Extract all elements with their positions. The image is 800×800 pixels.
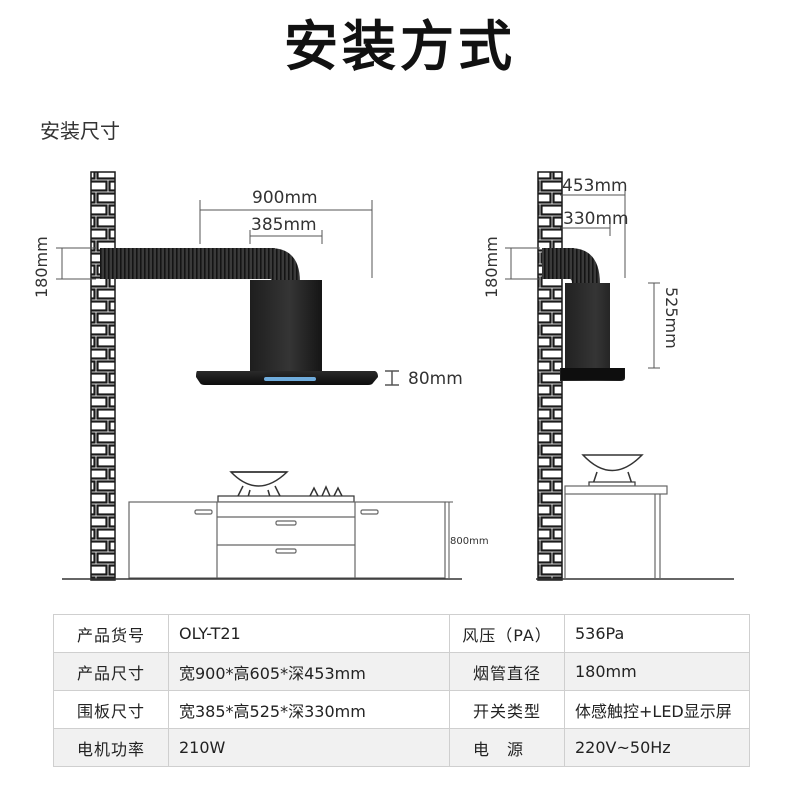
spec-value: 536Pa — [564, 614, 750, 653]
gap-dimension-label: 80mm — [408, 369, 463, 389]
gas-burner — [309, 485, 343, 497]
table-row: 产品尺寸 宽900*高605*深453mm 烟管直径 180mm — [53, 652, 750, 691]
spec-label: 产品货号 — [53, 614, 169, 653]
spec-label: 电源 — [449, 728, 565, 767]
spec-label: 产品尺寸 — [53, 652, 169, 691]
side-pipe-diameter-dimension-label: 180mm — [482, 236, 501, 298]
brick-wall-right — [537, 171, 563, 581]
hood-display-indicators — [264, 377, 316, 381]
exhaust-pipe-side-elbow — [570, 248, 600, 284]
right-side-view: 453mm 330mm 180mm 525mm — [482, 171, 734, 581]
spec-label: 开关类型 — [449, 690, 565, 729]
spec-value: 宽385*高525*深330mm — [168, 690, 450, 729]
spec-label: 围板尺寸 — [53, 690, 169, 729]
spec-table: 产品货号 OLY-T21 风压（PA） 536Pa 产品尺寸 宽900*高605… — [53, 614, 750, 767]
wok — [229, 471, 289, 487]
table-row: 围板尺寸 宽385*高525*深330mm 开关类型 体感触控+LED显示屏 — [53, 690, 750, 729]
spec-value: OLY-T21 — [168, 614, 450, 653]
spec-value: 宽900*高605*深453mm — [168, 652, 450, 691]
exhaust-pipe — [100, 248, 275, 279]
spec-label: 烟管直径 — [449, 652, 565, 691]
table-row: 产品货号 OLY-T21 风压（PA） 536Pa — [53, 614, 750, 653]
table-row: 电机功率 210W 电源 220V~50Hz — [53, 728, 750, 767]
pipe-diameter-dimension-label: 180mm — [32, 236, 51, 298]
page-title: 安装方式 — [284, 15, 516, 78]
panel-depth-dimension-label: 330mm — [563, 209, 629, 229]
hood-chimney — [250, 280, 322, 372]
installation-diagram: 900mm 385mm 180mm 80mm — [32, 171, 734, 581]
kitchen-cabinet — [128, 501, 446, 579]
exhaust-pipe-side — [542, 248, 574, 279]
section-subtitle: 安装尺寸 — [40, 119, 120, 143]
hood-height-dimension-label: 525mm — [662, 287, 681, 349]
stove-top — [217, 495, 355, 503]
counter-height-dimension-label: 800mm — [450, 536, 489, 547]
width-dimension-label: 900mm — [252, 188, 318, 208]
spec-label: 风压（PA） — [449, 614, 565, 653]
spec-value: 220V~50Hz — [564, 728, 750, 767]
wok-side — [581, 454, 644, 472]
kitchen-cabinet-side — [564, 485, 668, 578]
panel-width-dimension-label: 385mm — [251, 215, 317, 235]
brick-wall-left — [90, 171, 116, 581]
spec-label: 电机功率 — [53, 728, 169, 767]
left-front-view: 900mm 385mm 180mm 80mm — [32, 171, 489, 581]
hood-side-profile — [560, 283, 625, 381]
depth-dimension-label: 453mm — [562, 176, 628, 196]
spec-value: 210W — [168, 728, 450, 767]
spec-value: 体感触控+LED显示屏 — [564, 690, 750, 729]
spec-value: 180mm — [564, 652, 750, 691]
exhaust-pipe-elbow — [270, 248, 300, 282]
